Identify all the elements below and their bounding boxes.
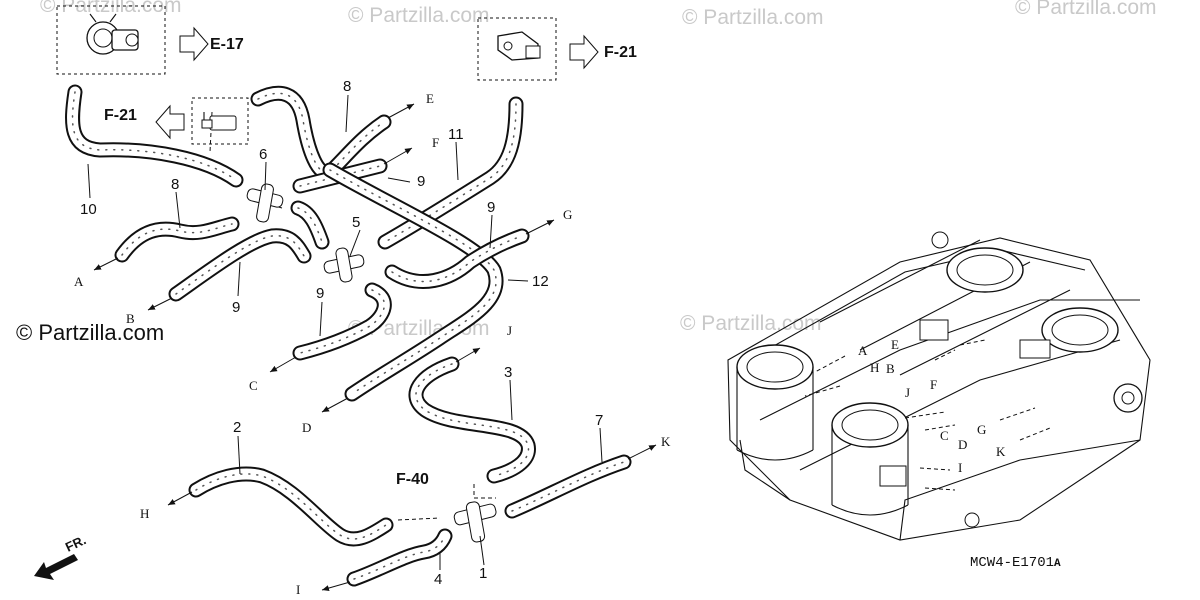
ref-e17-group: E-17 xyxy=(56,5,244,75)
hose-10 xyxy=(65,84,244,188)
hose-end-c: C xyxy=(249,378,258,393)
hose-end-h: H xyxy=(140,506,149,521)
ref-f21-right-group: F-21 xyxy=(477,17,637,81)
watermarks: © Partzilla.com © Partzilla.com © Partzi… xyxy=(16,0,1157,345)
air-valve-icon xyxy=(86,13,139,55)
t-joint-5 xyxy=(323,247,365,283)
hose-end-b: B xyxy=(126,311,135,326)
sensor-cluster xyxy=(879,231,1143,528)
diagram-code: MCW4-E1701A xyxy=(970,555,1061,571)
front-label: FR. xyxy=(63,532,88,554)
watermark-main: © Partzilla.com xyxy=(16,320,164,345)
hose-8-lower xyxy=(114,216,240,263)
callouts: 8 8 6 5 9 9 9 9 11 12 10 3 2 7 4 1 xyxy=(80,78,603,588)
hose-end-k: K xyxy=(661,434,671,449)
callout-7: 7 xyxy=(595,412,603,429)
body-label-g: G xyxy=(977,422,986,437)
throttle-bore-2 xyxy=(831,402,909,516)
callout-8: 8 xyxy=(343,78,351,95)
connection-guides xyxy=(209,111,496,521)
throttle-body-illustration xyxy=(727,231,1151,541)
callout-12: 12 xyxy=(532,273,549,290)
hose-4 xyxy=(346,528,453,587)
hose-2 xyxy=(188,466,394,547)
body-label-c: C xyxy=(940,428,949,443)
diagram-code-suffix: A xyxy=(1054,558,1061,570)
hose-end-i: I xyxy=(296,582,300,597)
ref-e17: E-17 xyxy=(210,36,244,53)
callout-9: 9 xyxy=(232,299,240,316)
callout-11: 11 xyxy=(448,126,464,143)
body-label-d: D xyxy=(958,437,967,452)
callout-4: 4 xyxy=(434,571,442,588)
callout-9: 9 xyxy=(417,173,425,190)
watermark: © Partzilla.com xyxy=(682,6,824,29)
hose-3 xyxy=(408,356,536,484)
watermark: © Partzilla.com xyxy=(680,312,822,335)
hose-end-f: F xyxy=(432,135,439,150)
hose-12 xyxy=(322,162,504,402)
diagram-code-main: MCW4-E1701 xyxy=(970,555,1054,571)
watermark: © Partzilla.com xyxy=(40,0,182,17)
t-joint-1 xyxy=(453,501,497,543)
throttle-bore-3 xyxy=(946,247,1024,293)
body-label-k: K xyxy=(996,444,1006,459)
ref-f21-left: F-21 xyxy=(104,107,137,124)
callout-leaders xyxy=(87,94,603,570)
hose-9-left xyxy=(168,228,312,302)
hose-11 xyxy=(377,96,524,250)
ref-f21-right: F-21 xyxy=(604,44,637,61)
callout-5: 5 xyxy=(352,214,360,231)
body-label-j: J xyxy=(905,385,910,400)
sensor-icon xyxy=(497,31,541,61)
ref-f40: F-40 xyxy=(396,471,429,488)
callout-9: 9 xyxy=(487,199,495,216)
hose-9-small xyxy=(290,200,330,250)
callout-1: 1 xyxy=(479,565,487,582)
hose-8-upper xyxy=(250,85,392,181)
hose-end-e: E xyxy=(426,91,434,106)
hoses xyxy=(65,84,632,587)
watermark: © Partzilla.com xyxy=(348,4,490,27)
throttle-bore-1 xyxy=(736,344,814,461)
callout-3: 3 xyxy=(504,364,512,381)
body-label-h: H xyxy=(870,360,879,375)
hose-7 xyxy=(504,454,632,519)
callout-10: 10 xyxy=(80,201,97,218)
hose-end-d: D xyxy=(302,420,311,435)
watermark: © Partzilla.com xyxy=(1015,0,1157,19)
body-label-e: E xyxy=(891,337,899,352)
solenoid-icon xyxy=(201,112,237,131)
hose-9-mid xyxy=(292,282,392,361)
ref-f21-left-group: F-21 xyxy=(104,97,249,145)
callout-8: 8 xyxy=(171,176,179,193)
body-label-f: F xyxy=(930,377,937,392)
hose-end-letters: A B C D E F G H I J K xyxy=(74,91,671,597)
t-joint-6 xyxy=(246,183,284,223)
body-label-b: B xyxy=(886,361,895,376)
arrow-icon xyxy=(34,554,78,580)
callout-2: 2 xyxy=(233,419,241,436)
body-label-i: I xyxy=(958,460,962,475)
hose-end-g: G xyxy=(563,207,572,222)
hose-end-j: J xyxy=(507,323,512,338)
body-label-a: A xyxy=(858,343,868,358)
hose-9-right xyxy=(384,228,530,289)
hose-end-arrows xyxy=(93,103,657,591)
callout-6: 6 xyxy=(259,146,267,163)
throttle-bore-4 xyxy=(1041,307,1119,353)
body-labels: A H B E J F C D G K I xyxy=(858,337,1006,475)
callout-9: 9 xyxy=(316,285,324,302)
front-arrow: FR. xyxy=(34,532,88,580)
nipple-dashes xyxy=(804,339,1051,491)
hose-end-a: A xyxy=(74,274,84,289)
